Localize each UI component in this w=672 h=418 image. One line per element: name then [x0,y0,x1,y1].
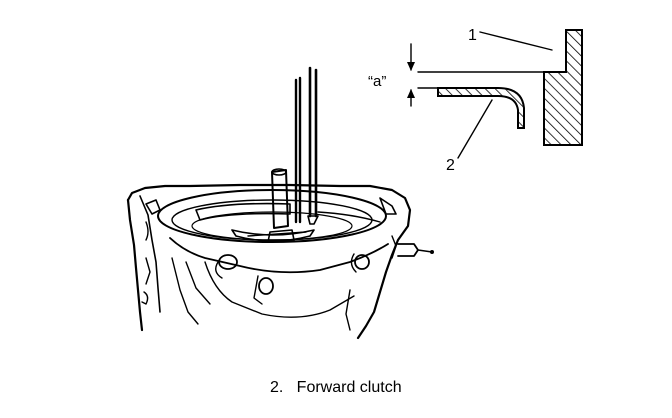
transmission-case [126,183,434,340]
gauge-stand [247,168,307,243]
dimension-a-label: “a” [368,73,386,90]
figure-caption: 2. Forward clutch [270,379,402,396]
feeler-tool [294,66,319,225]
leader-line-1 [479,31,553,51]
piston-section-1 [543,29,583,146]
leader-line-2 [457,99,493,159]
dimension-arrows [407,43,415,107]
callout-1: 1 [468,27,477,44]
callout-2: 2 [446,157,455,174]
clutch-plate-2 [437,87,525,129]
detail-inset: 1 2 “a” [368,27,583,174]
